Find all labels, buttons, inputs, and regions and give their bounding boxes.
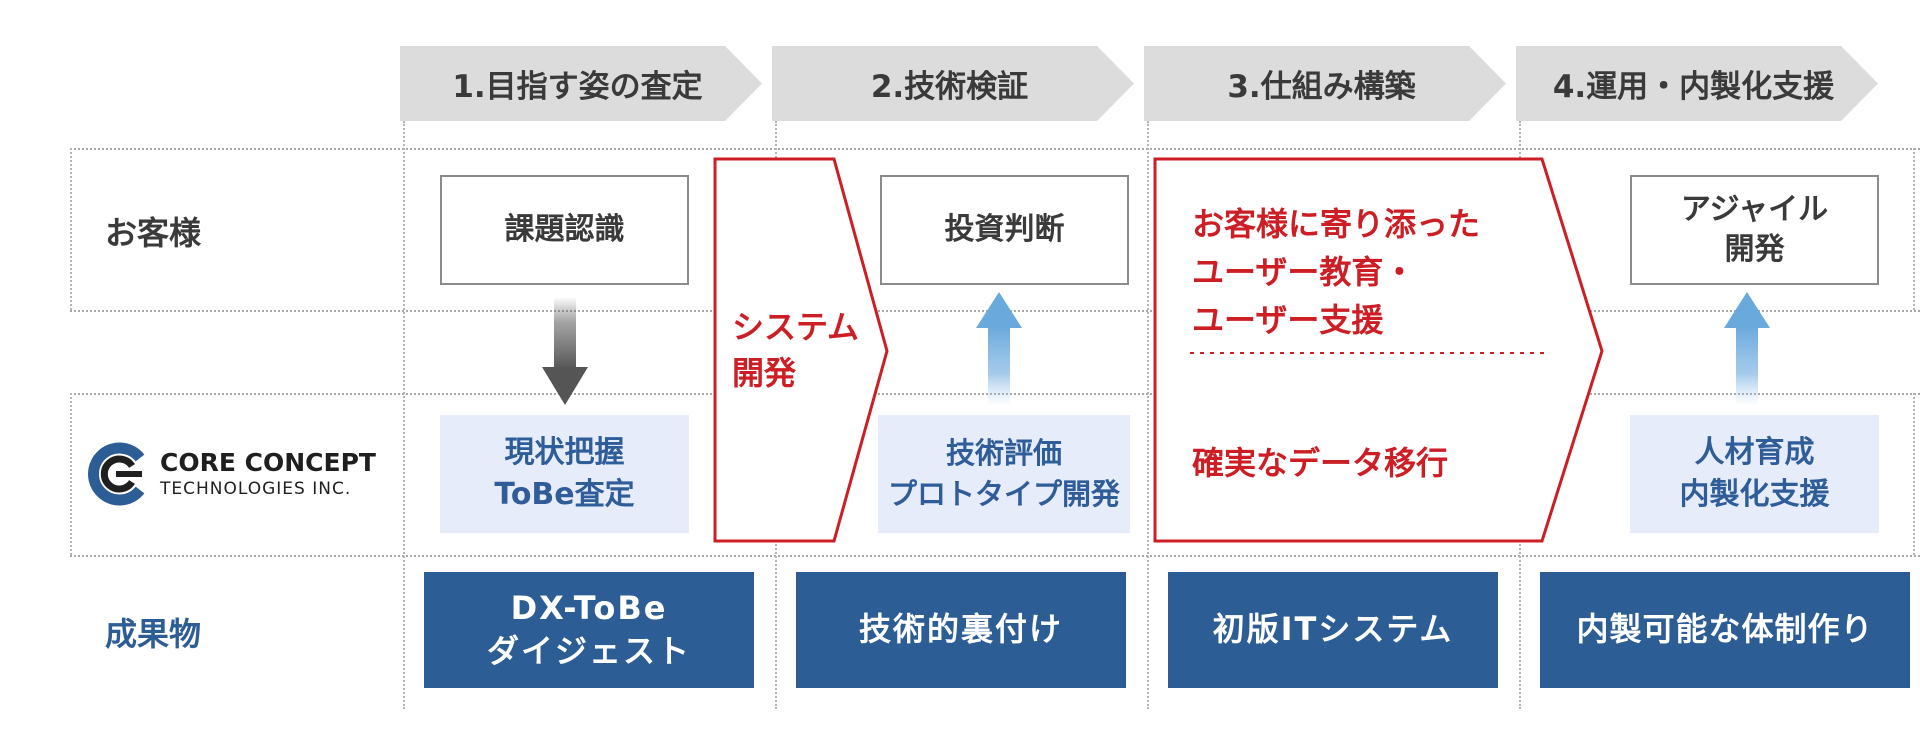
user-support-line-2: ユーザー教育・ <box>1192 253 1416 291</box>
deliverable-box-4: 内製可能な体制作り <box>1540 572 1910 688</box>
phase-4-label: 4.運用・内製化支援 <box>1552 69 1835 105</box>
down-arrow-icon <box>542 297 588 405</box>
chevron-shape <box>772 46 1134 121</box>
tech-evaluation-box: 技術評価 プロトタイプ開発 <box>878 415 1130 533</box>
deliverable-2-line-1: 技術的裏付け <box>858 610 1063 649</box>
grid-line-col-3 <box>1147 121 1149 709</box>
talent-line-2: 内製化支援 <box>1679 477 1830 512</box>
deliverable-1-line-2: ダイジェスト <box>486 632 691 670</box>
company-logo: CORE CONCEPT TECHNOLOGIES INC. <box>88 442 398 506</box>
logo-text-line2: TECHNOLOGIES INC. <box>160 479 352 499</box>
row-label-deliverables: 成果物 <box>105 615 202 653</box>
grid-line-left-customer <box>70 148 72 310</box>
system-build-chevron <box>1153 157 1604 543</box>
system-development-line-2: 開発 <box>732 354 797 393</box>
talent-line-1: 人材育成 <box>1694 435 1815 470</box>
user-support-line-3: ユーザー支援 <box>1192 301 1384 339</box>
chevron-shape <box>400 46 762 121</box>
grid-line-right-company <box>1913 393 1915 555</box>
up-arrow-icon-evaluation <box>976 292 1022 406</box>
user-support-line-1: お客様に寄り添った <box>1192 205 1481 243</box>
system-development-line-1: システム <box>732 308 860 346</box>
phase-2-label: 2.技術検証 <box>870 69 1029 105</box>
logo-text-line1: CORE CONCEPT <box>160 448 376 477</box>
grid-line-company-bottom <box>70 555 1920 557</box>
deliverable-box-3: 初版ITシステム <box>1168 572 1498 688</box>
agile-line-2: 開発 <box>1724 232 1785 267</box>
phase-1-label: 1.目指す姿の査定 <box>452 69 703 105</box>
data-migration-text: 確実なデータ移行 <box>1192 444 1449 482</box>
grid-line-top <box>70 148 1920 150</box>
deliverable-4-line-1: 内製可能な体制作り <box>1576 610 1874 649</box>
system-development-chevron <box>713 157 889 543</box>
grid-line-left-company <box>70 393 72 555</box>
agile-line-1: アジャイル <box>1680 191 1829 227</box>
core-concept-logo-icon <box>88 442 145 506</box>
phase-3-label: 3.仕組み構築 <box>1227 69 1416 105</box>
user-support-text: お客様に寄り添った ユーザー教育・ ユーザー支援 <box>1192 200 1480 344</box>
current-state-line-2: ToBe査定 <box>494 477 635 512</box>
grid-line-right-customer <box>1913 148 1915 310</box>
deliverable-1-line-1: DX-ToBe <box>510 588 668 627</box>
agile-development-box: アジャイル 開発 <box>1630 175 1879 285</box>
tech-evaluation-line-1: 技術評価 <box>945 436 1062 471</box>
deliverable-box-2: 技術的裏付け <box>796 572 1126 688</box>
system-development-text: システム 開発 <box>732 304 859 397</box>
issue-recognition-box: 課題認識 <box>440 175 689 285</box>
grid-line-col-1 <box>403 121 405 709</box>
tech-evaluation-line-2: プロトタイプ開発 <box>887 477 1120 511</box>
row-label-customer: お客様 <box>105 214 202 252</box>
current-state-box: 現状把握 ToBe査定 <box>440 415 689 533</box>
deliverable-box-1: DX-ToBe ダイジェスト <box>424 572 754 688</box>
up-arrow-icon-talent <box>1724 292 1770 406</box>
current-state-line-1: 現状把握 <box>504 435 625 470</box>
investment-decision-box: 投資判断 <box>880 175 1129 285</box>
chevron-shape <box>1144 46 1506 121</box>
chevron-shape <box>1516 46 1878 121</box>
talent-development-box: 人材育成 内製化支援 <box>1630 415 1879 533</box>
deliverable-3-line-1: 初版ITシステム <box>1212 610 1454 649</box>
